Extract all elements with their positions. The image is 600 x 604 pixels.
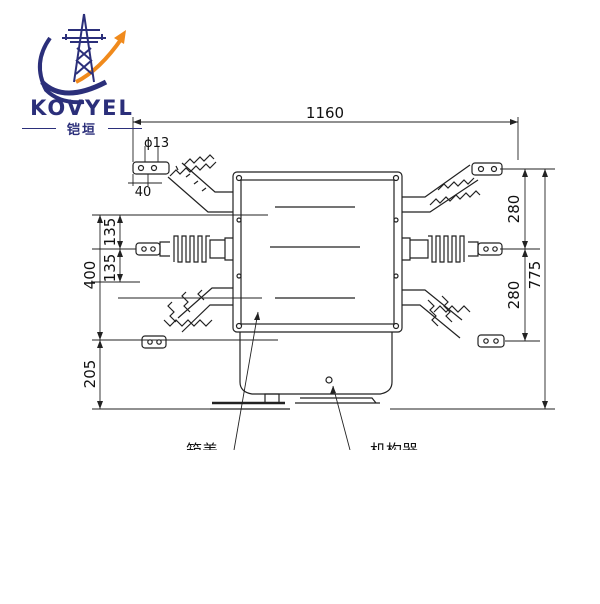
bushing-left-top (167, 162, 233, 213)
dim-right-spacing-top: 280 (505, 195, 523, 224)
enclosure-body (232, 171, 403, 333)
dim-overall-height: 775 (526, 261, 544, 290)
mechanism-box (239, 332, 393, 395)
leader-box-cover (233, 311, 259, 451)
dim-left-spacing-bottom: 135 (101, 254, 119, 283)
brand-name: KOVYEL (30, 96, 134, 120)
terminal-right-top (471, 162, 503, 176)
leader-mechanism (332, 385, 351, 451)
terminal-left-middle (135, 242, 161, 256)
terminal-left-bottom (141, 335, 167, 349)
terminal-left-top (132, 161, 170, 175)
dim-overall-width: 1160 (306, 104, 344, 122)
dim-right-spacing-bottom: 280 (505, 281, 523, 310)
dim-hole-diameter: ϕ13 (144, 136, 169, 151)
transmission-tower-logo-icon (38, 13, 126, 105)
terminal-right-bottom (477, 334, 505, 348)
brand-chinese-name: 铠垣 (66, 123, 97, 138)
brand-chinese-row: 铠垣 (22, 120, 142, 138)
terminal-right-middle (477, 242, 503, 256)
dim-left-spacing-top: 135 (101, 218, 119, 247)
dim-base-height: 205 (81, 360, 99, 389)
bushing-right-middle (402, 237, 411, 261)
dim-left-span: 400 (81, 261, 99, 290)
enclosure-inner-frame (240, 179, 395, 325)
bushing-right-top (402, 164, 479, 213)
bushing-right-bottom (402, 289, 463, 339)
dim-terminal-width: 40 (135, 185, 152, 200)
bushing-left-middle (224, 237, 233, 261)
